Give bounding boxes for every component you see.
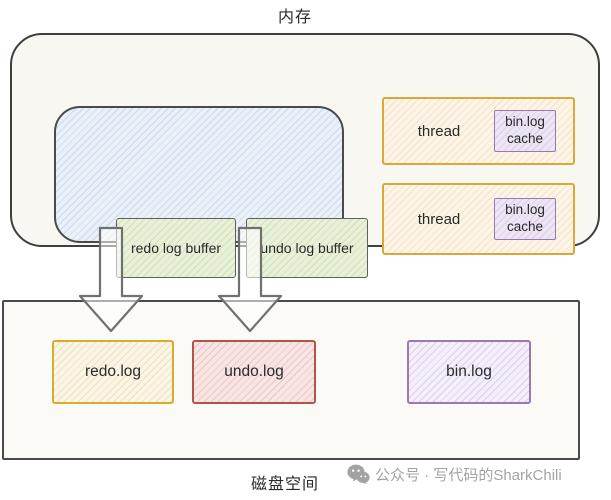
thread-box-2: thread bin.log cache	[382, 183, 575, 255]
redo-log-buffer-box: redo log buffer	[116, 218, 236, 278]
wechat-icon	[347, 464, 370, 485]
buffer-pool-container: redo log buffer undo log buffer	[54, 106, 368, 278]
disk-title: 磁盘空间	[250, 476, 319, 493]
redo-log-file-label: redo.log	[84, 363, 141, 380]
binlog-cache-box-1: bin.log cache	[494, 110, 556, 152]
binlog-cache-box-2: bin.log cache	[494, 198, 556, 240]
undo-log-file-label: undo.log	[224, 363, 284, 380]
bin-log-file-box: bin.log	[407, 340, 531, 404]
redo-log-file-box: redo.log	[52, 340, 174, 404]
undo-log-buffer-label: undo log buffer	[260, 240, 354, 256]
watermark: 公众号 · 写代码的SharkChili	[347, 464, 562, 485]
thread-1-label: thread	[417, 122, 461, 140]
redo-log-buffer-label: redo log buffer	[130, 240, 222, 256]
thread-box-1: thread bin.log cache	[382, 97, 575, 165]
undo-log-buffer-box: undo log buffer	[246, 218, 368, 278]
memory-container: redo log buffer undo log buffer thread b…	[10, 33, 600, 278]
watermark-text: 公众号 · 写代码的SharkChili	[375, 467, 562, 484]
bin-log-file-label: bin.log	[446, 363, 492, 380]
thread-2-label: thread	[417, 210, 461, 228]
binlog-cache-2-label: bin.log cache	[505, 202, 545, 234]
binlog-cache-1-label: bin.log cache	[505, 114, 545, 146]
memory-title: 内存	[277, 9, 312, 26]
undo-log-file-box: undo.log	[192, 340, 316, 404]
disk-container: redo.log undo.log bin.log	[2, 300, 580, 460]
